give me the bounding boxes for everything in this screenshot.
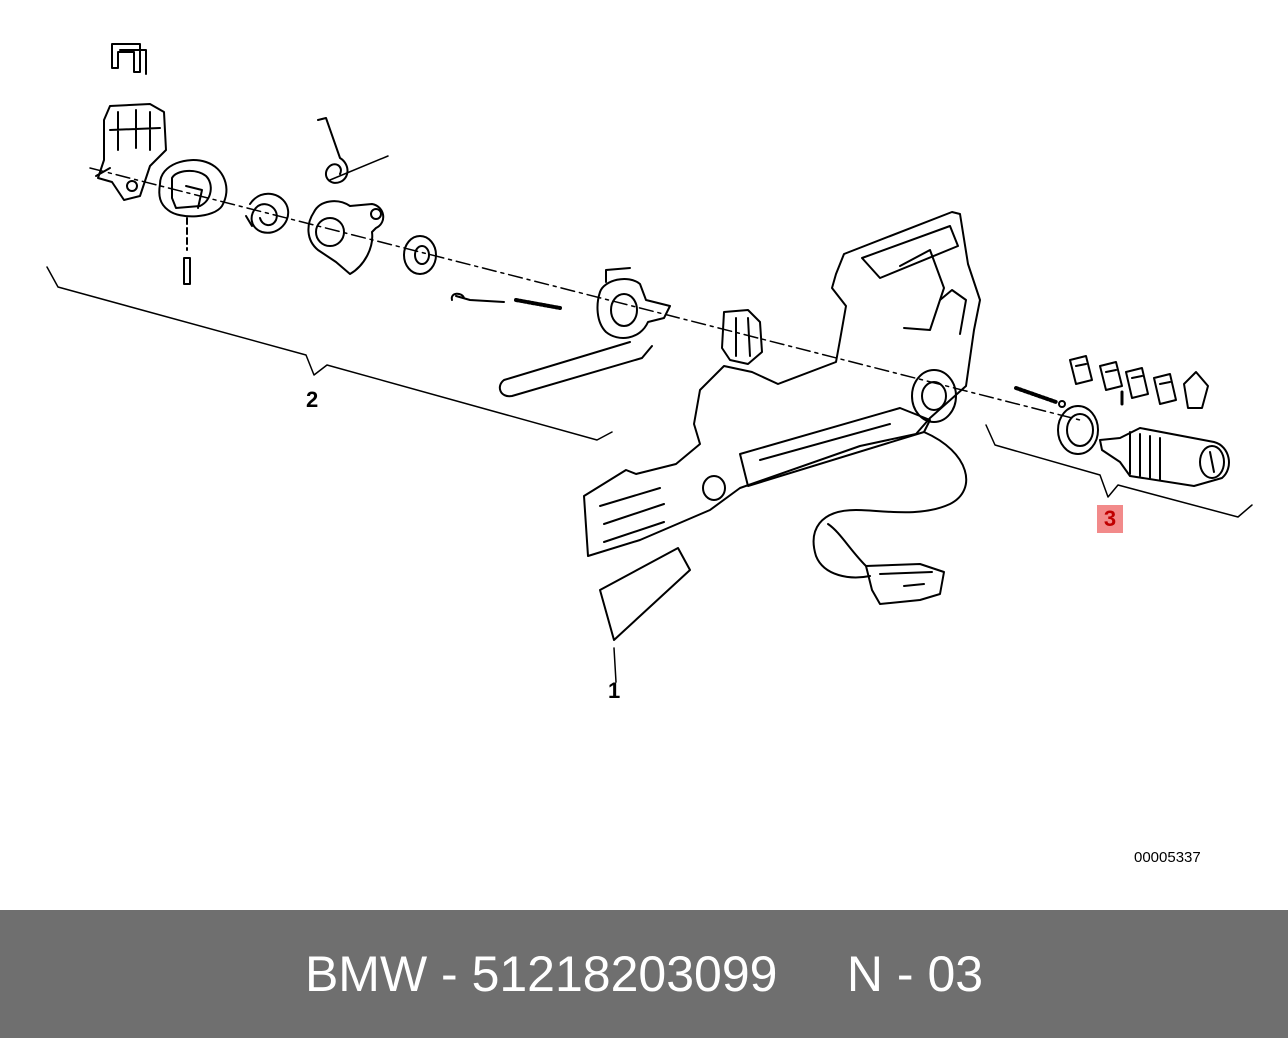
callout-1[interactable]: 1 — [608, 678, 621, 703]
washer — [403, 235, 437, 275]
part-number-caption: BMW - 51218203099 N - 03 — [304, 946, 984, 1002]
actuator-rod — [498, 267, 671, 398]
cable-connector — [812, 431, 968, 605]
bracket-group-2 — [46, 266, 613, 441]
lock-spring — [1014, 386, 1066, 408]
leader-line-1 — [613, 647, 617, 683]
seal-ring — [1057, 405, 1099, 455]
footer-bar: BMW - 51218203099 N - 03 — [0, 910, 1288, 1038]
cam-lever — [307, 200, 385, 275]
bracket-group-3 — [985, 424, 1253, 518]
torsion-spring — [317, 117, 349, 184]
callout-2[interactable]: 2 — [306, 387, 319, 412]
callout-3-highlighted[interactable]: 3 — [1097, 505, 1123, 533]
exploded-view-drawing — [46, 43, 1253, 683]
parts-diagram: 1 2 3 00005337 — [46, 43, 1253, 866]
detent-pin — [450, 292, 562, 310]
tumbler-set — [1069, 355, 1209, 409]
diagram-reference-number: 00005337 — [1134, 849, 1201, 866]
bushing — [721, 309, 763, 365]
handle-carrier — [583, 211, 981, 641]
axis-tick — [329, 155, 389, 181]
coil-spring — [245, 192, 290, 234]
lock-cylinder — [1099, 427, 1230, 487]
cylinder-ring — [158, 159, 228, 218]
pin — [183, 217, 191, 285]
lock-housing — [95, 103, 167, 201]
clip-part — [111, 43, 147, 75]
